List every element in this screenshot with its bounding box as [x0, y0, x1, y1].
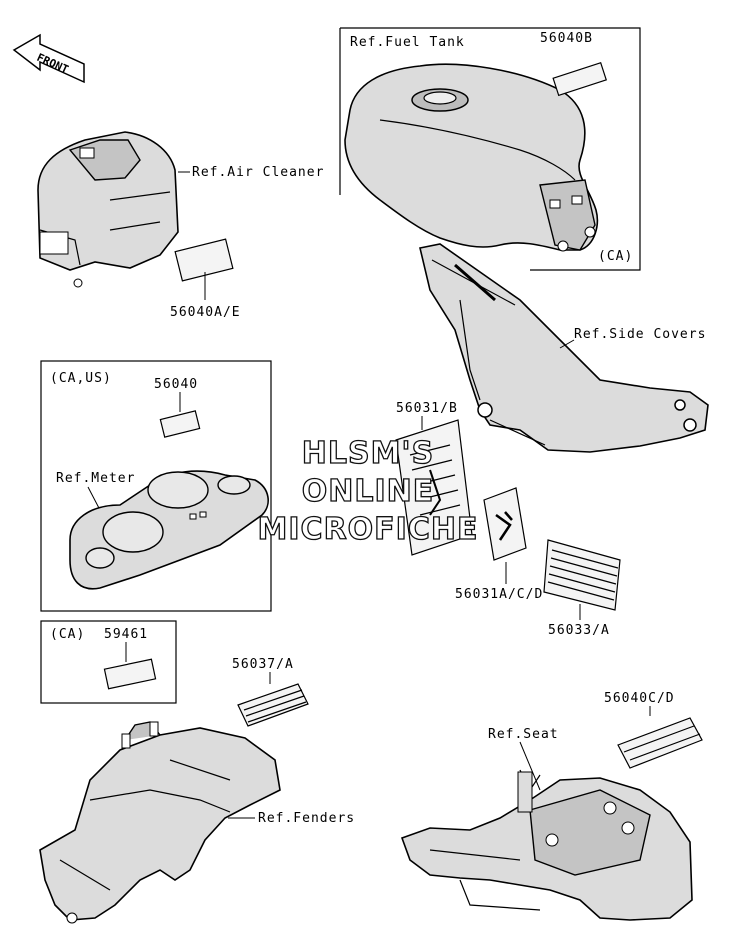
- label-56040CD-sheet: [617, 717, 703, 769]
- part-56040-label: 56040: [154, 377, 198, 392]
- fenders-group: Ref.Fenders: [39, 721, 355, 924]
- part-56033A-label: 56033/A: [548, 623, 610, 638]
- part-56037A-label: 56037/A: [232, 657, 294, 672]
- decal-56040CD-group: 56040C/D: [604, 691, 703, 769]
- watermark-line1: HLSM'S: [302, 436, 434, 471]
- air-cleaner-label: Ref.Air Cleaner: [192, 165, 324, 180]
- decal-56031B-group: 56031/B: [395, 401, 473, 556]
- label-59461-sheet: [103, 658, 157, 690]
- meter-group: (CA,US) 56040 Ref.Meter: [40, 360, 272, 612]
- label-56031ACD-sheet: [483, 487, 527, 561]
- fenders-drawing: [39, 727, 281, 921]
- ca-us-label: (CA,US): [50, 371, 112, 386]
- side-covers-label: Ref.Side Covers: [574, 327, 706, 342]
- air-cleaner-drawing: [37, 131, 179, 271]
- side-covers-drawing: [419, 243, 709, 453]
- ca-59461-frame: [40, 620, 177, 704]
- fuel-tank-frame: [340, 27, 641, 271]
- label-56040AE-sheet: [174, 238, 234, 282]
- part-56040CD-label: 56040C/D: [604, 691, 675, 706]
- fuel-tank-group: Ref.Fuel Tank 56040B (CA): [339, 27, 641, 271]
- meter-frame: [40, 360, 272, 612]
- ca-box-label: (CA): [50, 627, 85, 642]
- label-56040-sheet: [159, 410, 201, 438]
- decal-56033A-group: 56033/A: [543, 539, 621, 638]
- part-56031B-label: 56031/B: [396, 401, 458, 416]
- part-56040AE-label: 56040A/E: [170, 305, 241, 320]
- seat-label: Ref.Seat: [488, 727, 559, 742]
- fuel-tank-drawing: [344, 63, 599, 251]
- decal-56037A-group: 56037/A: [232, 657, 309, 727]
- decal-56031ACD-group: 56031A/C/D: [455, 487, 543, 602]
- watermark-line2: ONLINE: [302, 474, 435, 509]
- part-56031ACD-label: 56031A/C/D: [455, 587, 543, 602]
- air-cleaner-group: Ref.Air Cleaner 56040A/E: [37, 131, 324, 320]
- ca-59461-group: (CA) 59461: [40, 620, 177, 704]
- part-59461-label: 59461: [104, 627, 148, 642]
- watermark-line3: MICROFICHE: [258, 512, 479, 547]
- seat-group: Ref.Seat: [400, 727, 693, 921]
- ca-tank-label: (CA): [598, 249, 633, 264]
- label-56040B-sheet: [552, 62, 608, 97]
- watermark: HLSM'S ONLINE MICROFICHE: [257, 435, 479, 547]
- meter-label: Ref.Meter: [56, 471, 135, 486]
- fenders-label: Ref.Fenders: [258, 811, 355, 826]
- side-covers-group: Ref.Side Covers: [419, 243, 709, 453]
- part-56040B-label: 56040B: [540, 31, 593, 46]
- front-arrow-icon: FRONT: [12, 33, 85, 84]
- fuel-tank-label: Ref.Fuel Tank: [350, 35, 465, 50]
